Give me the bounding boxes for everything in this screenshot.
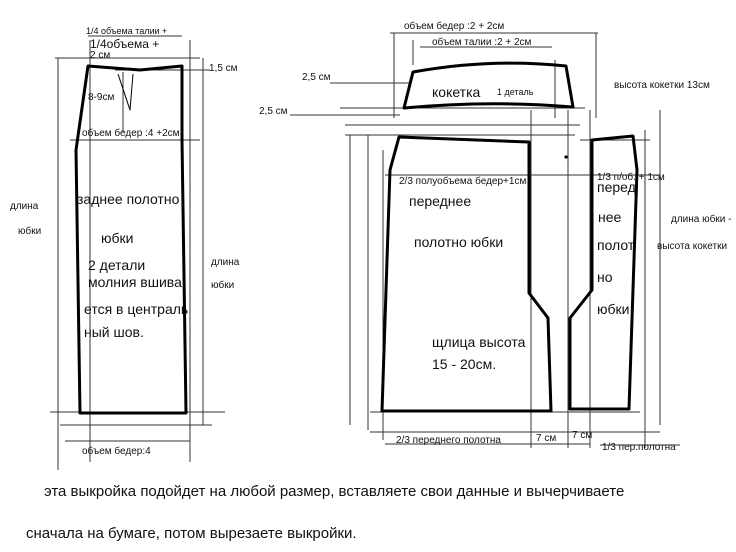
front-bottom-left: 2/3 переднего полотна xyxy=(396,435,501,446)
yoke-waist-label: объем талии :2 + 2см xyxy=(432,37,532,48)
front-length-a: длина юбки - xyxy=(671,214,732,225)
back-length-left-a: длина xyxy=(10,201,39,212)
back-text-5: ется в централь xyxy=(84,301,189,317)
front-slit-left: 7 см xyxy=(536,433,557,444)
back-length-left-b: юбки xyxy=(18,226,42,237)
front-side-text-4: но xyxy=(597,269,613,285)
back-waist-label-c: 2 см xyxy=(90,50,111,61)
front-bottom-right: 1/3 пер.полотна xyxy=(602,442,676,453)
back-text-2: юбки xyxy=(101,230,134,246)
front-side-panel-outline xyxy=(568,134,639,411)
front-side-text-2: нее xyxy=(598,209,622,225)
back-text-1: заднее полотно xyxy=(77,191,180,207)
yoke-guides xyxy=(290,32,598,126)
back-text-4: молния вшива xyxy=(88,274,182,290)
back-panel-outline xyxy=(74,64,188,415)
yoke-name: кокетка xyxy=(432,84,481,100)
yoke-offset-bottom: 2,5 см xyxy=(259,106,288,117)
front-side-text-1: перед xyxy=(597,179,636,195)
front-slit-2: 15 - 20см. xyxy=(432,356,497,372)
yoke-offset-top: 2,5 см xyxy=(302,72,331,83)
front-side-text-3: полот xyxy=(597,237,635,253)
back-waist-label-a: 1/4 объема талии + xyxy=(86,26,168,36)
front-slit-1: щлица высота xyxy=(432,334,526,350)
back-hip-label: объем бедер :4 +2см xyxy=(82,128,180,139)
back-bottom-label: объем бедер:4 xyxy=(82,446,151,457)
front-side-label: 1/3 п/об. + 1см xyxy=(597,172,665,183)
front-text-1: переднее xyxy=(409,193,472,209)
front-side-text-5: юбки xyxy=(597,301,630,317)
back-dart-label: 8-9см xyxy=(88,92,115,103)
caption-line-1: эта выкройка подойдет на любой размер, в… xyxy=(44,483,625,500)
back-text-6: ный шов. xyxy=(84,324,144,340)
front-panel-outline xyxy=(380,135,553,413)
front-text-2: полотно юбки xyxy=(414,234,504,250)
back-panel-guides xyxy=(50,35,225,470)
marker-dot xyxy=(564,155,568,159)
front-hip-label: 2/3 полуобъема бедер+1см xyxy=(399,176,527,187)
yoke-height: высота кокетки 13см xyxy=(614,80,710,91)
front-length-b: высота кокетки xyxy=(657,241,728,252)
back-length-right-b: юбки xyxy=(211,280,235,291)
yoke-outline xyxy=(402,61,575,110)
back-rise-label: 1,5 см xyxy=(209,63,238,74)
back-text-3: 2 детали xyxy=(88,257,146,273)
back-length-right-a: длина xyxy=(211,257,240,268)
yoke-count: 1 деталь xyxy=(497,87,534,97)
caption-line-2: сначала на бумаге, потом вырезаете выкро… xyxy=(26,525,357,542)
yoke-hip-label: объем бедер :2 + 2см xyxy=(404,21,505,32)
front-slit-right: 7 см xyxy=(572,430,593,441)
back-waist-label-b: 1/4объема + xyxy=(90,37,160,51)
